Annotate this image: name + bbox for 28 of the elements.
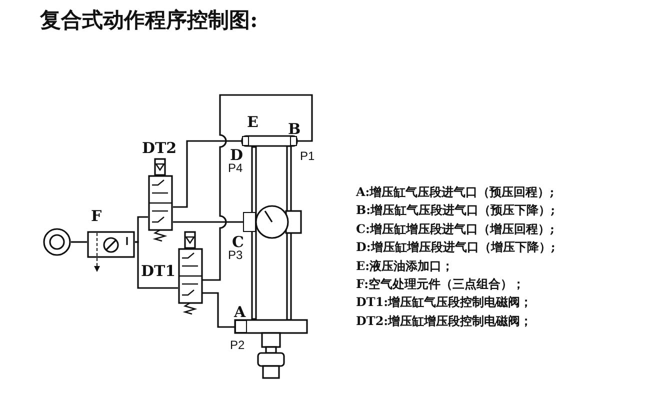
component-label: DT1 xyxy=(141,264,176,279)
legend-note: E:液压油添加口； xyxy=(356,260,454,272)
component-label: F xyxy=(91,209,102,224)
port-label: E xyxy=(247,115,258,130)
component-label: D xyxy=(230,148,244,163)
legend-note: A:增压缸气压段进气口（预压回程）; xyxy=(356,186,554,198)
legend-note: DT2:增压缸增压段控制电磁阀； xyxy=(356,314,532,327)
component-label: A xyxy=(234,305,246,320)
port-number: P3 xyxy=(228,249,243,261)
component-label: C xyxy=(232,235,244,250)
legend-note: B:增压缸气压段进气口（预压下降）; xyxy=(356,204,556,216)
air-pipe-line xyxy=(202,292,235,328)
diagram-title: 复合式动作程序控制图: xyxy=(40,6,258,34)
air-pipe-line xyxy=(202,94,313,281)
legend-note: D:增压缸增压段进气口（增压下降）; xyxy=(356,241,556,254)
legend-note: F:空气处理元件（三点组合）； xyxy=(356,278,525,290)
air-pipe-line xyxy=(173,140,242,208)
air-pipe-line xyxy=(173,221,243,223)
legend-note: DT1:增压缸气压段控制电磁阀； xyxy=(356,296,532,308)
port-number: P1 xyxy=(300,150,315,162)
legend-note: C:增压缸增压段进气口（增压回程）; xyxy=(356,222,554,235)
component-label: B xyxy=(288,122,301,137)
air-pipe-line xyxy=(71,241,87,243)
component-label: DT2 xyxy=(142,141,177,156)
air-pipe-line xyxy=(135,216,148,243)
port-number: P2 xyxy=(230,339,245,351)
air-pipe-line xyxy=(135,241,178,289)
port-number: P4 xyxy=(228,162,243,174)
